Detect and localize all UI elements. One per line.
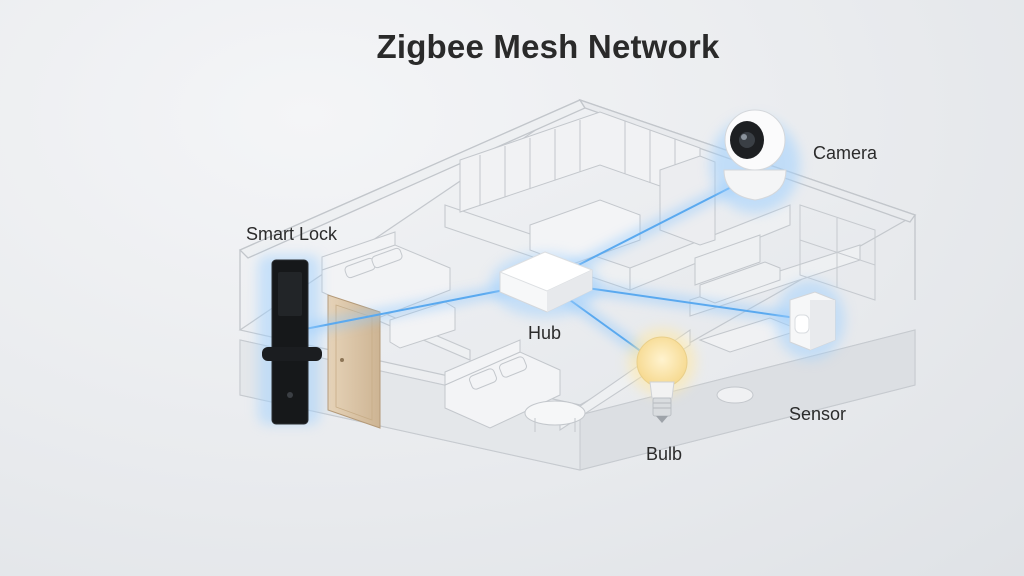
coffee-table (524, 400, 586, 432)
tv-unit (694, 234, 781, 304)
smart-lock-label: Smart Lock (246, 224, 338, 244)
desk (698, 317, 802, 404)
smart-lock-device (258, 255, 322, 425)
camera-label: Camera (813, 143, 878, 163)
bulb-device (628, 328, 696, 423)
hub-label: Hub (528, 323, 562, 343)
bulb-label: Bulb (646, 444, 683, 464)
sensor-label: Sensor (789, 404, 847, 424)
door (327, 294, 381, 429)
sofa (444, 339, 561, 429)
window (799, 204, 876, 301)
camera-device (710, 109, 800, 213)
sensor-device (775, 280, 845, 360)
diagram-title: Zigbee Mesh Network (376, 28, 720, 65)
bed (321, 231, 456, 349)
hub-device (490, 251, 600, 317)
